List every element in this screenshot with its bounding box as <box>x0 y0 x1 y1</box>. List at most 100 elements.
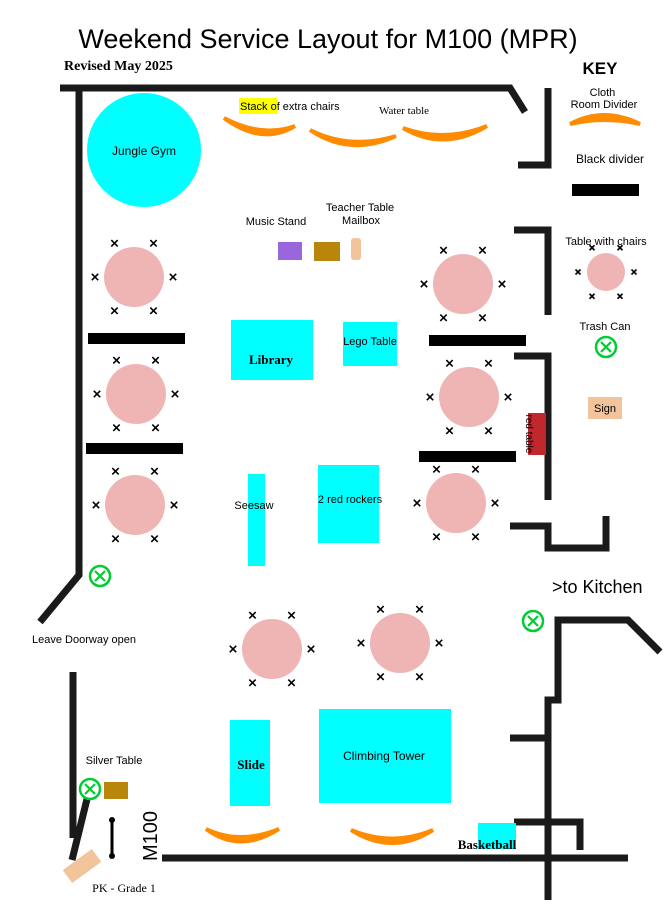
chair-mark <box>149 307 158 315</box>
chair-mark <box>471 533 480 541</box>
chair-mark <box>91 273 99 281</box>
trash-can-3[interactable] <box>78 777 102 801</box>
lego-table[interactable] <box>343 322 397 366</box>
chair-mark <box>630 268 638 276</box>
legend-black-divider-label: Black divider <box>576 152 644 166</box>
chair-mark <box>588 293 596 300</box>
room-divider-e4 <box>510 734 552 790</box>
chair-mark <box>484 427 493 435</box>
chair-mark <box>287 611 296 619</box>
cloth-divider-2 <box>308 128 397 148</box>
library-label: Library <box>249 352 294 367</box>
round-table <box>439 367 499 427</box>
teacher-table[interactable] <box>314 242 340 261</box>
round-table <box>106 364 166 424</box>
table-with-chairs-2[interactable] <box>93 356 179 432</box>
slide[interactable] <box>230 720 270 806</box>
mailbox-label: Mailbox <box>342 215 380 227</box>
silver-table-label: Silver Table <box>86 755 143 767</box>
chair-mark <box>248 679 257 687</box>
chair-mark <box>415 605 424 613</box>
chair-mark <box>150 535 159 543</box>
room-divider-e1 <box>514 226 552 315</box>
basketball-label: Basketball <box>458 837 517 852</box>
round-table <box>105 475 165 535</box>
black-divider-2 <box>86 443 183 454</box>
chair-mark <box>170 501 178 509</box>
silver-table[interactable] <box>104 782 128 799</box>
chair-mark <box>471 465 480 473</box>
stack-of-extra-chairs-label: Stack of extra chairs <box>240 101 340 113</box>
black-dividers <box>86 333 526 462</box>
chair-mark <box>445 359 454 367</box>
teacher-table-label: Teacher Table <box>326 202 394 214</box>
cloth-divider-5 <box>349 828 435 845</box>
chair-mark <box>151 424 160 432</box>
table-with-chairs-7[interactable] <box>229 611 315 687</box>
black-divider-3 <box>429 335 526 346</box>
chair-mark <box>439 246 448 254</box>
chair-mark <box>171 390 179 398</box>
chair-mark <box>112 356 121 364</box>
legend-trash-can[interactable] <box>594 335 618 359</box>
climbing-tower[interactable] <box>319 709 451 803</box>
lego-table-label: Lego Table <box>343 336 397 348</box>
doorway-panel <box>68 794 92 861</box>
chair-mark <box>588 244 596 251</box>
stack-highlight <box>239 98 277 114</box>
leave-doorway-open-label: Leave Doorway open <box>32 634 136 646</box>
trash-can-2[interactable] <box>521 609 545 633</box>
round-table <box>370 613 430 673</box>
seesaw[interactable] <box>248 474 265 566</box>
library[interactable] <box>231 320 313 380</box>
chair-mark <box>93 390 101 398</box>
jungle-gym-label: Jungle Gym <box>112 144 176 158</box>
round-table <box>426 473 486 533</box>
chair-mark <box>574 268 582 276</box>
chair-mark <box>307 645 315 653</box>
stanchion <box>109 817 115 859</box>
table-with-chairs-5[interactable] <box>426 359 512 435</box>
chair-mark <box>415 673 424 681</box>
legend-table-with-chairs[interactable] <box>574 244 638 300</box>
room-number-m100: M100 <box>140 811 162 861</box>
legend-black-divider-swatch <box>572 184 639 196</box>
jungle-gym[interactable] <box>87 93 201 207</box>
chair-mark <box>169 273 177 281</box>
table-with-chairs-3[interactable] <box>92 467 178 543</box>
west-wall-upper <box>37 88 83 625</box>
black-divider-4 <box>419 451 516 462</box>
seesaw-label: Seesaw <box>234 500 273 512</box>
chair-mark <box>616 244 624 251</box>
table-with-chairs-8[interactable] <box>357 605 443 681</box>
red-rockers[interactable] <box>318 465 379 543</box>
cloth-divider-1 <box>222 116 297 137</box>
mailbox[interactable] <box>351 238 361 260</box>
chair-mark <box>478 314 487 322</box>
tables-with-chairs <box>91 239 512 687</box>
legend-trash-can-swatch <box>594 335 618 359</box>
trash-can-1[interactable] <box>88 564 112 588</box>
music-stand[interactable] <box>278 242 302 260</box>
table-with-chairs-1[interactable] <box>91 239 177 315</box>
chair-mark <box>110 307 119 315</box>
room-divider-e5 <box>514 818 584 850</box>
chair-mark <box>287 679 296 687</box>
pk-grade-label: PK - Grade 1 <box>92 881 156 895</box>
table-with-chairs-4[interactable] <box>420 246 506 322</box>
table-with-chairs-6[interactable] <box>413 465 499 541</box>
red-table-label: red table <box>523 415 534 454</box>
chair-mark <box>432 533 441 541</box>
round-table <box>433 254 493 314</box>
basketball[interactable] <box>478 823 516 849</box>
chair-mark <box>491 499 499 507</box>
red-table[interactable] <box>528 413 546 455</box>
walls <box>37 84 663 900</box>
chair-mark <box>111 467 120 475</box>
legend-sign-label: Sign <box>594 403 616 415</box>
legend-table-swatch <box>574 244 638 300</box>
chair-mark <box>413 499 421 507</box>
chair-mark <box>151 356 160 364</box>
legend-cloth-divider-label: Cloth Room Divider <box>571 87 638 111</box>
